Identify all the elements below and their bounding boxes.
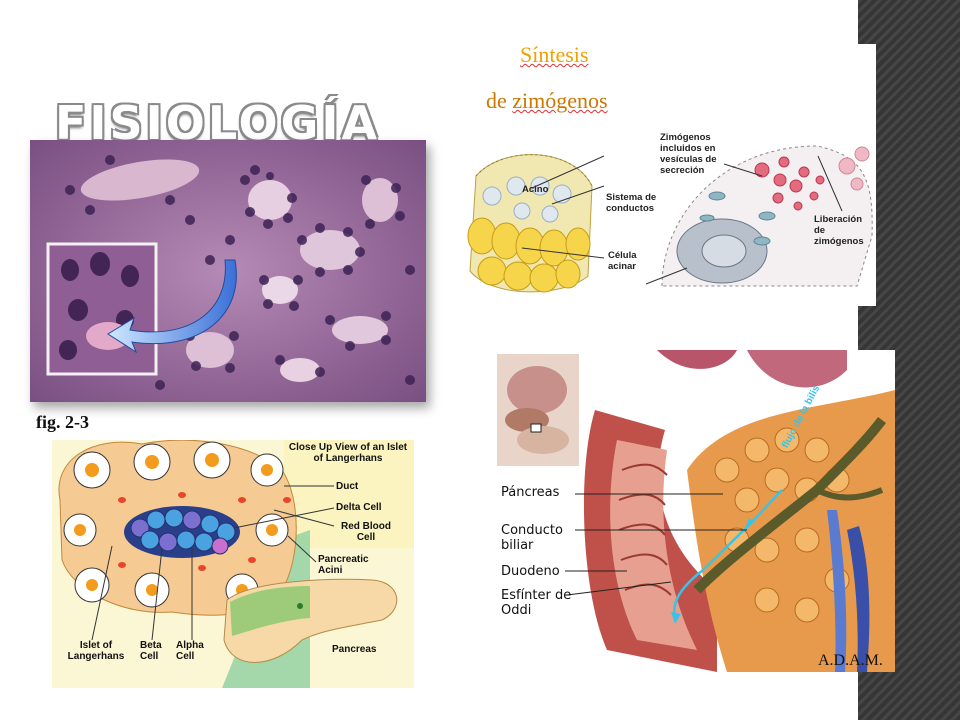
label-duodeno: Duodeno bbox=[501, 564, 560, 579]
islet-diagram: Close Up View of an Islet of Langerhans … bbox=[52, 439, 414, 688]
label-celula-acinar: Célula acinar bbox=[608, 250, 637, 272]
adam-credit: A.D.A.M. bbox=[818, 652, 883, 669]
label-delta-cell: Delta Cell bbox=[336, 502, 382, 513]
label-beta-cell: Beta Cell bbox=[140, 640, 162, 662]
label-esfinter-oddi: Esfínter de Oddi bbox=[501, 588, 572, 618]
label-acino: Acino bbox=[522, 184, 549, 195]
label-conducto-biliar: Conducto biliar bbox=[501, 523, 563, 553]
label-pancreas: Pancreas bbox=[332, 644, 377, 655]
label-zimogenos-vesiculas: Zimógenos incluidos en vesículas de secr… bbox=[660, 132, 717, 176]
zymogen-title-prefix: de bbox=[486, 88, 513, 113]
label-red-blood-cell: Red Blood Cell bbox=[341, 521, 391, 543]
label-pancreas-es: Páncreas bbox=[501, 485, 560, 500]
islet-heading: Close Up View of an Islet of Langerhans bbox=[288, 442, 408, 464]
histology-caption: fig. 2-3 bbox=[36, 412, 89, 432]
histology-image bbox=[30, 140, 426, 402]
zymogen-title-line1: Síntesis bbox=[520, 42, 589, 67]
anatomy-diagram: Páncreas Conducto biliar Duodeno Esfínte… bbox=[487, 350, 895, 672]
zymogen-title-word: zimógenos bbox=[512, 88, 608, 113]
label-islet-langerhans: Islet of Langerhans bbox=[67, 640, 125, 662]
label-sistema-conductos: Sistema de conductos bbox=[606, 192, 657, 214]
label-liberacion-zimogenos: Liberación de zimógenos bbox=[814, 214, 864, 247]
label-pancreatic-acini: Pancreatic Acini bbox=[318, 554, 369, 576]
zymogen-diagram: Acino Sistema de conductos Célula acinar… bbox=[462, 36, 876, 306]
zymogen-title-line2: de zimógenos bbox=[486, 88, 608, 114]
label-duct: Duct bbox=[336, 481, 359, 492]
label-alpha-cell: Alpha Cell bbox=[176, 640, 204, 662]
